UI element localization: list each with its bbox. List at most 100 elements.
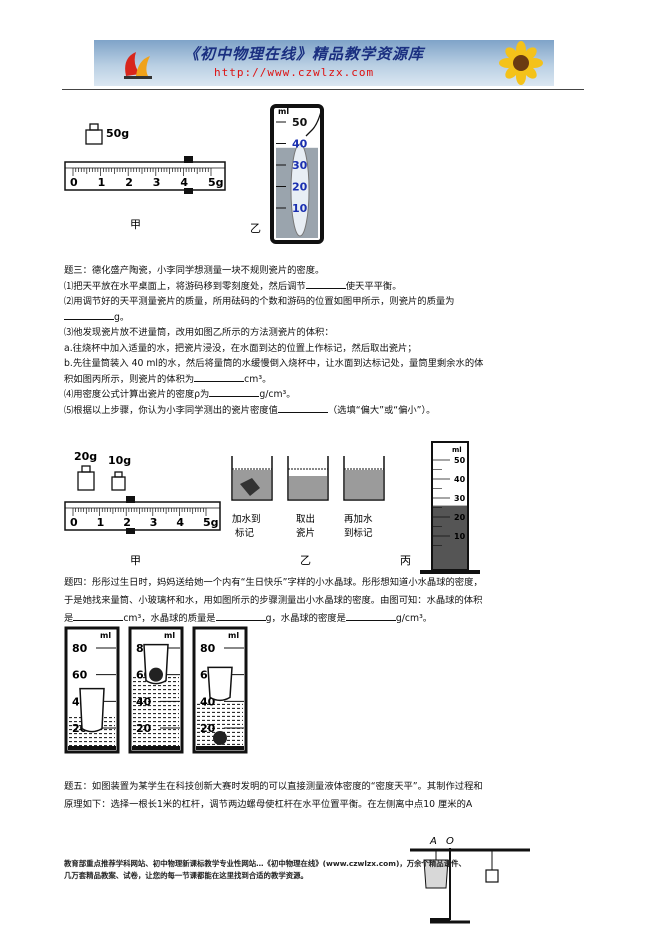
scale2-tick-label: 2	[123, 516, 131, 529]
cylinder-tick-label: 20	[136, 722, 152, 735]
weight-20g-label: 20g	[74, 450, 97, 463]
site-banner: 《初中物理在线》精品教学资源库 http://www.czwlzx.com	[94, 40, 554, 86]
footer-line1: 教育部重点推荐学科网站、初中物理新课标教学专业性网站…《初中物理在线》(www.…	[64, 859, 466, 868]
cylinder-tick-label: 40	[292, 138, 308, 151]
label-a: A	[429, 836, 437, 847]
cylinder-2-tick-label: 50	[454, 456, 466, 465]
beaker-2-label-b: 瓷片	[296, 527, 315, 539]
cylinder-unit: ml	[100, 631, 111, 640]
q3-step2: ⑵用调节好的天平测量瓷片的质量，所用砝码的个数和游码的位置如图甲所示，则瓷片的质…	[64, 296, 455, 307]
cylinder-2-tick-label: 10	[454, 532, 466, 541]
cylinder-tick-label: 50	[292, 116, 308, 129]
header-divider	[62, 89, 584, 90]
answer-blank[interactable]	[305, 279, 346, 289]
weight-10g-label: 10g	[108, 454, 131, 467]
q3-step3a: a.往烧杯中加入适量的水，把瓷片浸没，在水面到达的位置上作标记，然后取出瓷片；	[64, 342, 417, 354]
cylinder-2-unit: ml	[452, 446, 462, 454]
site-logo	[124, 52, 152, 79]
beaker-1-label-b: 标记	[235, 527, 255, 539]
beaker-2-label-a: 取出	[296, 513, 315, 525]
footer: 教育部重点推荐学科网站、初中物理新课标教学专业性网站…《初中物理在线》(www.…	[64, 858, 564, 882]
scale2-tick-label: 0	[70, 516, 78, 529]
answer-blank[interactable]	[215, 611, 266, 621]
figure-3: ml80604020ml80604020ml80604020	[64, 626, 248, 754]
weight-20g-icon	[77, 465, 95, 491]
crystal-ball	[213, 731, 227, 745]
liquid-cup	[423, 859, 449, 889]
q5-line1: 题五：如图装置为某学生在科技创新大赛时发明的可以直接测量液体密度的“密度天平”。…	[64, 781, 483, 792]
cylinder-2-tick-label: 30	[454, 494, 466, 503]
caption-yi-2: 乙	[300, 554, 311, 567]
weight-50g-icon	[85, 123, 103, 145]
scale1-tick-label: 4	[180, 176, 188, 189]
answer-blank[interactable]	[73, 611, 124, 621]
answer-blank[interactable]	[277, 403, 328, 413]
scale1-tick-label: 1	[98, 176, 106, 189]
graduated-cylinder-2: ml	[420, 441, 480, 574]
weight-label: 50g	[106, 127, 129, 140]
cylinder-tick-label: 10	[292, 202, 308, 215]
beaker-1	[231, 456, 273, 501]
cylinder-unit: ml	[278, 107, 289, 116]
answer-blank[interactable]	[194, 372, 245, 382]
cylinder-tick-label: 30	[292, 159, 308, 172]
banner-title: 《初中物理在线》精品教学资源库	[184, 45, 425, 63]
q3-step3b: b.先往量筒装入 40 ml的水，然后将量筒的水缓慢倒入烧杯中，让水面到达标记处…	[64, 358, 484, 369]
scale2-tick-label: 1	[97, 516, 105, 529]
cylinder-tick-label: 80	[72, 642, 88, 655]
q4-line2: 于是她找来量筒、小玻璃杯和水，用如图所示的步骤测量出小水晶球的密度。由图可知：水…	[64, 595, 483, 606]
scale1-tick-label: 3	[153, 176, 161, 189]
glass-cup	[79, 687, 105, 733]
scale2-tick-label: 5g	[203, 516, 219, 529]
rider-scale-2	[64, 496, 221, 534]
cylinder-unit: ml	[164, 631, 175, 640]
label-o: O	[446, 836, 454, 847]
cylinder-unit: ml	[228, 631, 239, 640]
cylinder-tick-label: 60	[72, 669, 88, 682]
footer-line2: 几万套精品教案、试卷，让您的每一节课都能在这里找到合适的教学资源。	[64, 871, 308, 880]
beaker-1-label-a: 加水到	[232, 513, 261, 525]
scale1-tick-label: 0	[70, 176, 78, 189]
cylinder-tick-label: 20	[292, 181, 308, 194]
beaker-3-label-a: 再加水	[344, 513, 373, 525]
caption-jia: 甲	[130, 218, 141, 231]
caption-bing: 丙	[400, 554, 411, 567]
scale1-tick-label: 2	[125, 176, 133, 189]
scale2-tick-label: 3	[150, 516, 158, 529]
answer-blank[interactable]	[209, 387, 260, 397]
q3-intro: 题三：德化盛产陶瓷，小李同学想测量一块不规则瓷片的密度。	[64, 265, 325, 276]
q4-line1: 题四：彤彤过生日时，妈妈送给她一个内有“生日快乐”字样的小水晶球。彤彤想知道小水…	[64, 577, 483, 588]
question-3: 题三：德化盛产陶瓷，小李同学想测量一块不规则瓷片的密度。 ⑴把天平放在水平桌面上…	[64, 263, 584, 418]
question-5: 题五：如图装置为某学生在科技创新大赛时发明的可以直接测量液体密度的“密度天平”。…	[64, 778, 584, 814]
scale1-tick-label: 5g	[208, 176, 224, 189]
beaker-3	[343, 456, 385, 501]
q3-step1: ⑴把天平放在水平桌面上，将游码移到零刻度处，然后调节使天平平衡。	[64, 279, 402, 292]
beaker-3-label-b: 到标记	[344, 527, 373, 539]
rider-scale	[64, 156, 226, 194]
crystal-ball	[149, 667, 163, 682]
answer-blank[interactable]	[345, 611, 396, 621]
question-4: 题四：彤彤过生日时，妈妈送给她一个内有“生日快乐”字样的小水晶球。彤彤想知道小水…	[64, 574, 584, 628]
q5-line2: 原理如下：选择一根长1米的杠杆，调节两边螺母使杠杆在水平位置平衡。在左侧离中点1…	[64, 799, 473, 810]
q3-step2-answer: g。	[64, 310, 584, 326]
q3-step3: ⑶他发现瓷片放不进量筒，改用如图乙所示的方法测瓷片的体积：	[64, 327, 334, 338]
cylinder-tick-label: 40	[136, 695, 152, 708]
cylinder-2-tick-label: 20	[454, 513, 466, 522]
banner-url: http://www.czwlzx.com	[214, 66, 375, 79]
glass-cup	[207, 666, 233, 702]
scale2-tick-label: 4	[176, 516, 184, 529]
q3-step5: ⑸根据以上步骤，你认为小李同学测出的瓷片密度值（选填“偏大”或“偏小”）。	[64, 403, 436, 416]
weight-10g-icon	[111, 471, 126, 491]
hanging-weight	[485, 869, 499, 883]
sunflower-image	[499, 41, 543, 85]
cylinder-2-tick-label: 40	[454, 475, 466, 484]
answer-blank[interactable]	[64, 310, 114, 320]
